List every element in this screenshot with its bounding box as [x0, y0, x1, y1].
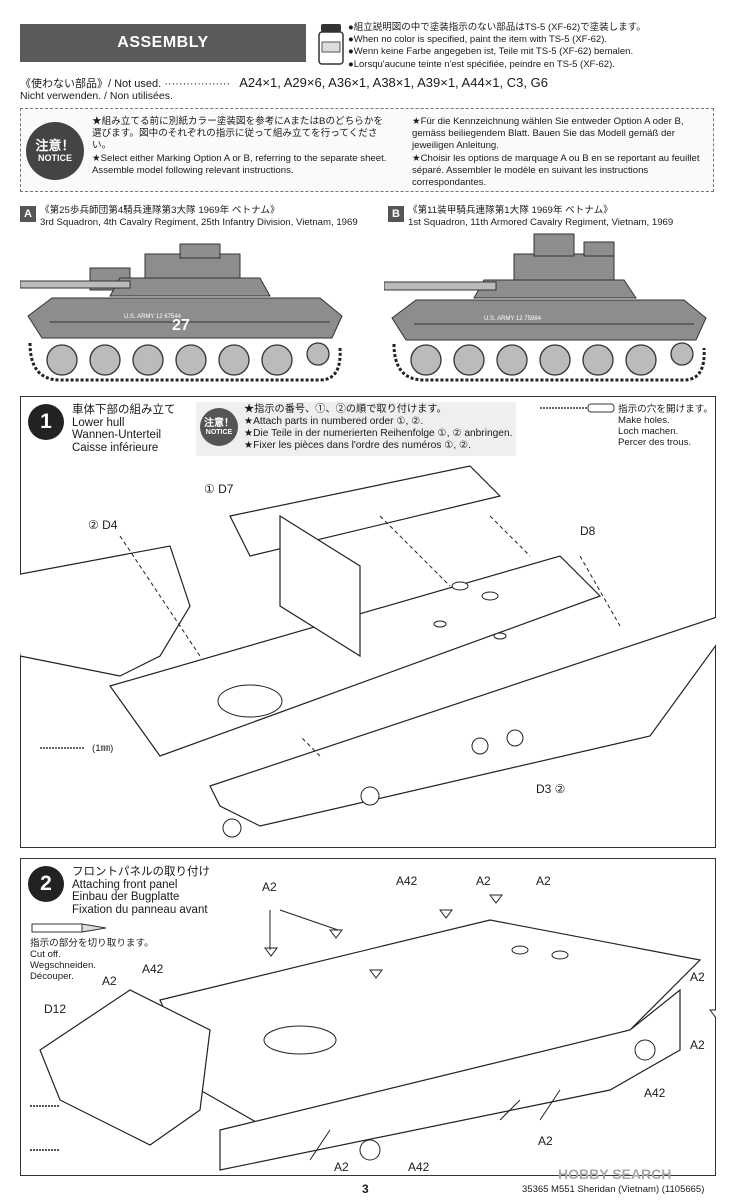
notice-badge-en: NOTICE [37, 153, 72, 163]
notice-text-left: ★組み立てる前に別紙カラー塗装図を参考にAまたはBのどちらかを選びます。図中のそ… [92, 116, 392, 177]
label-a42-right: A42 [644, 1086, 666, 1100]
drill-icon [540, 403, 615, 413]
cut-off-note: 指示の部分を切り取ります。 Cut off. Wegschneiden. Déc… [30, 938, 154, 982]
step1-title: 車体下部の組み立て Lower hull Wannen-Unterteil Ca… [72, 404, 176, 454]
step2-number: 2 [28, 866, 64, 902]
paint-note: ●組立説明図の中で塗装指示のない部品はTS-5 (XF-62)で塗装します。 ●… [348, 22, 728, 71]
not-used-dots: ·················· [164, 78, 231, 90]
tank-a-illustration: 27 U.S. ARMY 12 67544 [20, 243, 343, 382]
label-a2-top-mid: A2 [476, 874, 491, 888]
label-a42-bottom: A42 [408, 1160, 430, 1174]
notice-badge: 注意！ NOTICE [26, 122, 84, 180]
option-b-caption: 《第11装甲騎兵連隊第1大隊 1969年 ベトナム》 1st Squadron,… [408, 205, 673, 229]
step1-title-en: Lower hull [72, 416, 125, 429]
holes-en: Make holes. [618, 415, 670, 426]
notice-text-right: ★Für die Kennzeichnung wählen Sie entwed… [412, 116, 710, 189]
option-a-badge: A [20, 206, 36, 222]
label-a42-left: A42 [142, 962, 164, 976]
step2-front-panel-diagram [30, 894, 716, 1171]
cut-en: Cut off. [30, 949, 61, 960]
cut-knife-icon [31, 923, 107, 933]
step2-title-de: Einbau der Bugplatte [72, 891, 180, 903]
not-used-label: 《使わない部品》/ Not used. [20, 78, 162, 90]
step1-inst-fr: ★Fixer les pièces dans l'ordre des numér… [244, 440, 471, 451]
step1-number: 1 [28, 404, 64, 440]
option-a-en: 3rd Squadron, 4th Cavalry Regiment, 25th… [40, 217, 358, 228]
make-holes-note: 指示の穴を開けます。 Make holes. Loch machen. Perc… [618, 404, 713, 448]
tank-a-hull-marking: U.S. ARMY 12 67544 [124, 314, 182, 320]
label-d4: ② D4 [88, 518, 118, 532]
label-a2-top-right: A2 [536, 874, 551, 888]
label-a2-bottom: A2 [334, 1160, 349, 1174]
step1-notice-panel [196, 402, 516, 456]
label-a2-right-low: A2 [690, 1038, 705, 1052]
holes-jp: 指示の穴を開けます。 [618, 404, 713, 415]
not-used-label-de-fr: Nicht verwenden. / Non utilisées. [20, 90, 173, 102]
watermark-logo: HOBBY SEARCH [558, 1166, 672, 1182]
step2-title: フロントパネルの取り付け Attaching front panel Einba… [72, 866, 210, 916]
step1-title-fr: Caisse inférieure [72, 441, 159, 454]
cut-fr: Découper. [30, 971, 74, 982]
label-drill-size: (1㎜) [92, 743, 114, 754]
option-b-en: 1st Squadron, 11th Armored Cavalry Regim… [408, 217, 674, 228]
cut-jp: 指示の部分を切り取ります。 [30, 938, 154, 949]
step2-title-en: Attaching front panel [72, 878, 178, 891]
label-a2-top: A2 [262, 880, 277, 894]
step1-title-de: Wannen-Unterteil [72, 429, 162, 441]
step1-title-jp: 車体下部の組み立て [72, 404, 176, 416]
option-b-badge: B [388, 206, 404, 222]
notice-box [20, 108, 714, 192]
step1-inst-en: ★Attach parts in numbered order ①, ②. [244, 416, 424, 427]
label-d3: D3 ② [536, 782, 566, 796]
option-a-jp: 《第25歩兵師団第4騎兵連隊第3大隊 1969年 ベトナム》 [40, 205, 280, 216]
holes-de: Loch machen. [618, 426, 679, 437]
step2-title-jp: フロントパネルの取り付け [72, 866, 210, 878]
product-code: 35365 M551 Sheridan (Vietnam) (1105665) [522, 1184, 705, 1195]
notice-de: ★Für die Kennzeichnung wählen Sie entwed… [412, 116, 684, 152]
notice-badge-jp: 注意！ [35, 138, 75, 153]
label-a2-right: A2 [690, 970, 705, 984]
holes-fr: Percer des trous. [618, 437, 692, 448]
step2-title-fr: Fixation du panneau avant [72, 903, 208, 916]
tank-b-hull-marking: U.S. ARMY 12 75984 [484, 316, 542, 322]
not-used-line: 《使わない部品》/ Not used. ·················· A… [20, 75, 548, 91]
label-d8: D8 [580, 524, 596, 538]
paint-note-en: ●When no color is specified, paint the i… [348, 34, 608, 46]
not-used-parts: A24×1, A29×6, A36×1, A38×1, A39×1, A44×1… [239, 75, 548, 90]
step1-notice-badge: 注意！ NOTICE [200, 408, 238, 446]
paint-jar-icon [318, 24, 344, 65]
step1-hull-diagram [20, 465, 716, 838]
notice-jp: ★組み立てる前に別紙カラー塗装図を参考にAまたはBのどちらかを選びます。図中のそ… [92, 116, 384, 152]
tank-b-illustration: U.S. ARMY 12 75984 [384, 233, 707, 382]
page-number: 3 [362, 1182, 369, 1196]
option-a-caption: 《第25歩兵師団第4騎兵連隊第3大隊 1969年 ベトナム》 3rd Squad… [40, 205, 358, 229]
step1-notice-jp: 注意！ [204, 417, 234, 429]
notice-en: ★Select either Marking Option A or B, re… [92, 152, 387, 176]
step1-inst-de: ★Die Teile in der numerierten Reihenfolg… [244, 428, 513, 439]
paint-note-de: ●Wenn keine Farbe angegeben ist, Teile m… [348, 46, 634, 58]
paint-note-fr: ●Lorsqu'aucune teinte n'est spécifiée, p… [348, 58, 615, 70]
label-a42-top: A42 [396, 874, 418, 888]
notice-fr: ★Choisir les options de marquage A ou B … [412, 152, 700, 189]
option-b-jp: 《第11装甲騎兵連隊第1大隊 1969年 ベトナム》 [408, 205, 613, 216]
step1-notice-en: NOTICE [205, 428, 233, 436]
assembly-title: ASSEMBLY [117, 34, 209, 51]
step1-inst-jp: ★指示の番号、①、②の順で取り付けます。 [244, 404, 447, 415]
step1-instructions: ★指示の番号、①、②の順で取り付けます。 ★Attach parts in nu… [244, 404, 512, 452]
label-d12: D12 [44, 1002, 67, 1016]
assembly-banner: ASSEMBLY [20, 24, 306, 62]
cut-de: Wegschneiden. [30, 960, 96, 971]
paint-note-jp: ●組立説明図の中で塗装指示のない部品はTS-5 (XF-62)で塗装します。 [348, 22, 646, 33]
label-a2-bottom-right: A2 [538, 1134, 553, 1148]
label-d7: ① D7 [204, 482, 234, 496]
tank-a-number: 27 [172, 317, 190, 334]
label-a2-left: A2 [102, 974, 117, 988]
